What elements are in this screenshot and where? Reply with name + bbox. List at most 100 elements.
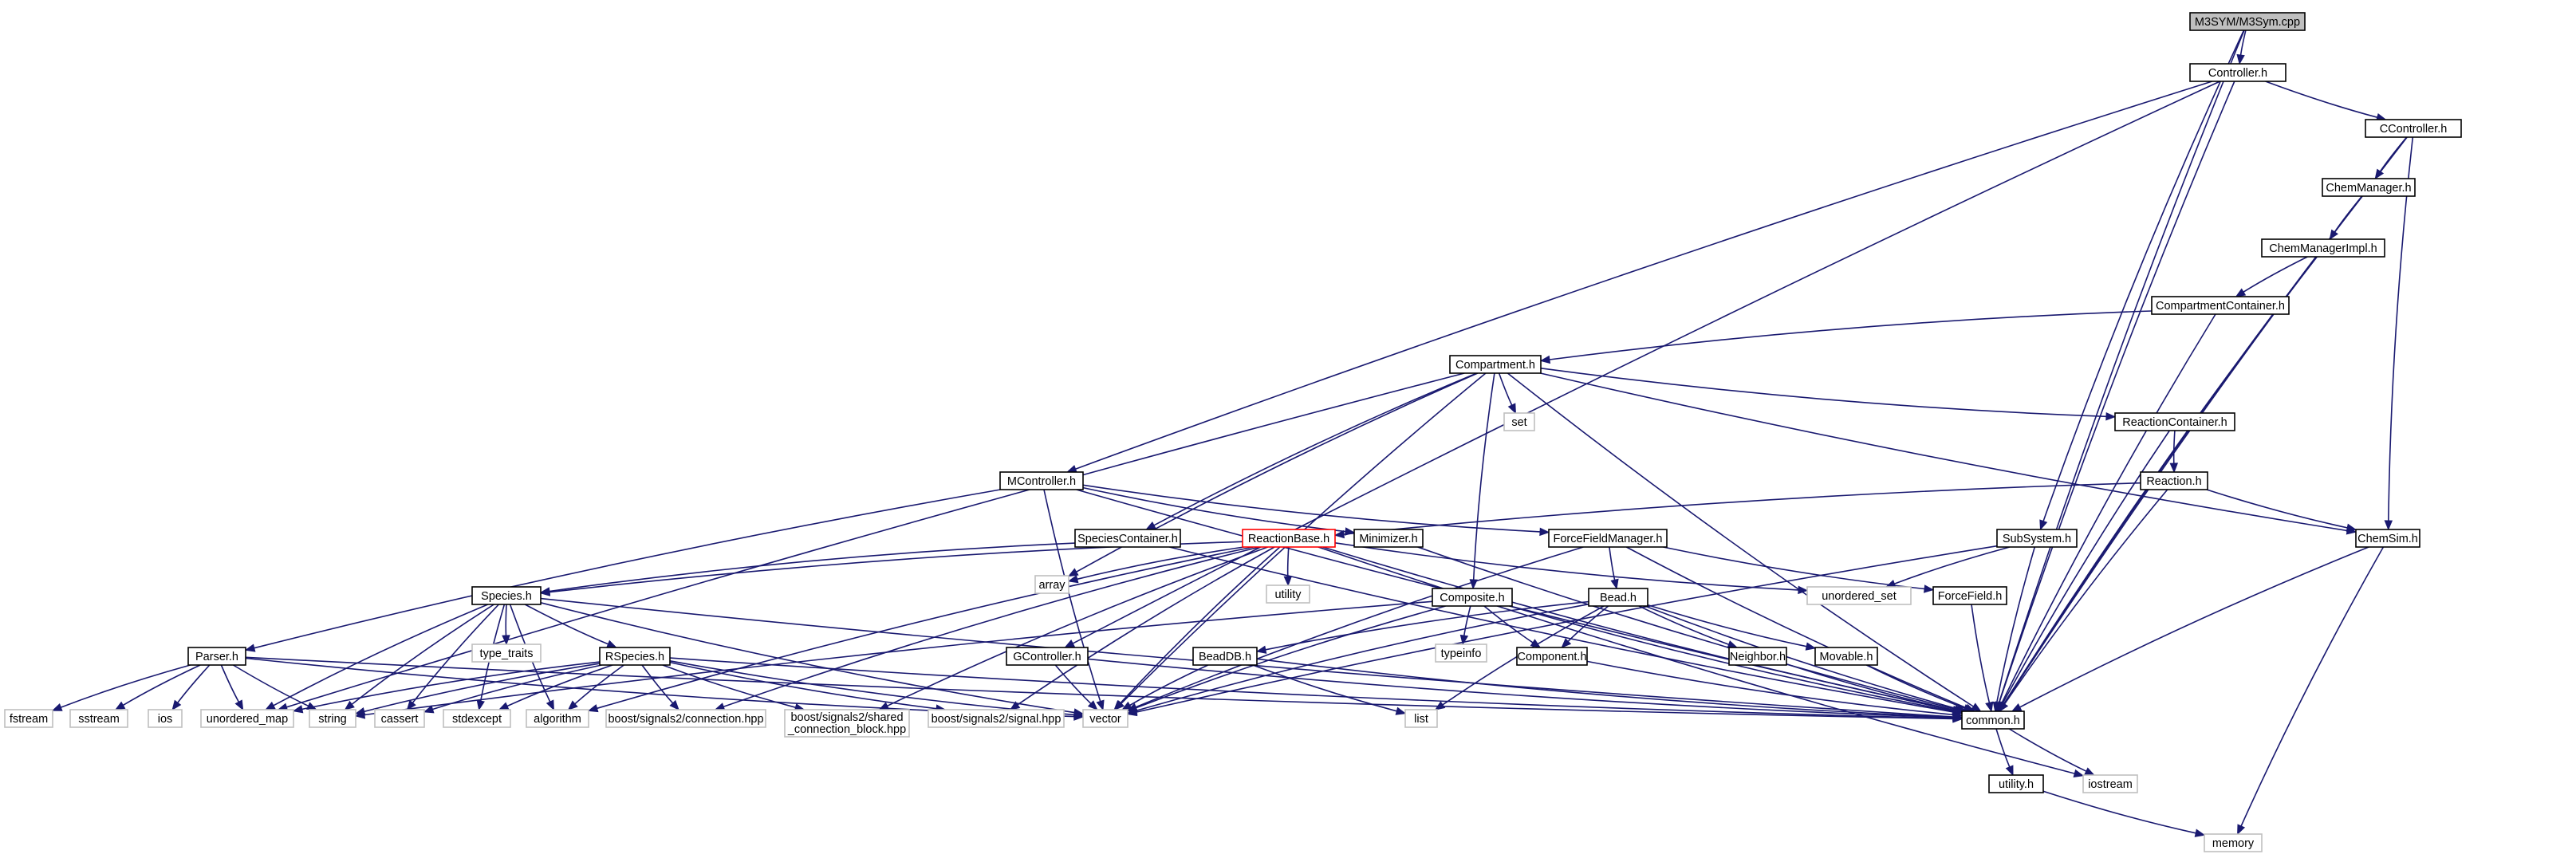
edge-line	[122, 664, 201, 706]
edge-arrowhead	[546, 699, 554, 711]
edge-line	[364, 600, 1433, 716]
node-label: boost/signals2/signal.hpp	[932, 713, 1062, 726]
edge-arrowhead	[1067, 575, 1079, 584]
edge-line	[2003, 489, 2168, 705]
edge-line	[1286, 546, 1290, 577]
edge-arrowhead	[1561, 638, 1572, 648]
edge-arrowhead	[265, 701, 276, 710]
node-label: ReactionContainer.h	[2122, 416, 2227, 429]
node-subsystem[interactable]: SubSystem.h	[1996, 529, 2078, 548]
edge-utilityh-to-memory	[2042, 790, 2206, 837]
edge-compartment-to-chemsim	[1540, 372, 2357, 535]
node-box	[2365, 119, 2462, 138]
node-ccontroller[interactable]: CController.h	[2365, 119, 2462, 138]
node-label: Compartment.h	[1455, 359, 1535, 372]
node-gcontroller[interactable]: GController.h	[1006, 647, 1089, 666]
edge-reactionbase-to-vector	[1113, 546, 1281, 710]
edge-line	[574, 664, 624, 705]
node-chemmanagerimpl[interactable]: ChemManagerImpl.h	[2261, 238, 2385, 258]
node-rspecies[interactable]: RSpecies.h	[599, 647, 671, 666]
edge-line	[597, 546, 1254, 710]
node-box	[2151, 296, 2290, 315]
node-movable[interactable]: Movable.h	[1814, 647, 1878, 666]
edge-arrowhead	[1610, 578, 1619, 590]
node-component[interactable]: Component.h	[1516, 647, 1588, 666]
node-label: boost/signals2/connection.hpp	[608, 713, 763, 726]
edge-line	[1663, 546, 1925, 590]
edge-arrowhead	[1145, 521, 1156, 530]
node-forcefield[interactable]: ForceField.h	[1932, 586, 2007, 605]
edge-line	[1322, 546, 1954, 711]
node-root[interactable]: M3SYM/M3Sym.cpp	[2189, 12, 2306, 31]
edge-line	[2206, 489, 2348, 529]
edge-line	[2001, 313, 2216, 704]
edge-arrowhead	[1798, 585, 1809, 595]
edge-line	[1625, 546, 1967, 709]
edge-arrowhead	[1539, 355, 1551, 364]
node-forcefieldmanager[interactable]: ForceFieldManager.h	[1548, 529, 1668, 548]
node-chemsim[interactable]: ChemSim.h	[2355, 529, 2420, 548]
node-compartment[interactable]: Compartment.h	[1449, 355, 1542, 374]
edge-composite-to-typeinfo	[1459, 605, 1471, 646]
node-reactioncontainer[interactable]: ReactionContainer.h	[2114, 412, 2235, 431]
node-chemmanager[interactable]: ChemManager.h	[2322, 178, 2416, 197]
edge-arrowhead	[1009, 701, 1021, 710]
edge-arrowhead	[2236, 53, 2245, 65]
edge-line	[1256, 658, 1954, 718]
edge-arrowhead	[1971, 703, 1982, 712]
node-species[interactable]: Species.h	[471, 586, 542, 605]
node-label: string	[318, 713, 346, 726]
edge-reactionbase-to-unordered_set	[1334, 542, 1809, 595]
node-controller[interactable]: Controller.h	[2189, 63, 2286, 82]
node-box	[1814, 647, 1878, 666]
node-label: SpeciesContainer.h	[1077, 533, 1178, 545]
node-speciescontainer[interactable]: SpeciesContainer.h	[1074, 529, 1181, 548]
edge-line	[2042, 790, 2196, 834]
edge-line	[1077, 546, 1244, 581]
edge-arrowhead	[1539, 527, 1550, 537]
node-label-line: boost/signals2/shared	[790, 711, 903, 724]
edge-arrowhead	[114, 701, 126, 710]
edge-species-to-rspecies	[524, 604, 617, 648]
node-utilityh[interactable]: utility.h	[1988, 774, 2044, 793]
node-label: memory	[2212, 837, 2255, 850]
node-reactionbase[interactable]: ReactionBase.h	[1242, 529, 1336, 548]
node-unordered-set: unordered_set	[1806, 586, 1912, 605]
node-label: SubSystem.h	[2003, 533, 2071, 545]
edge-compartmentcontainer-to-compartment	[1539, 310, 2153, 364]
node-beaddb[interactable]: BeadDB.h	[1192, 647, 1258, 666]
edge-line	[1043, 489, 1101, 702]
edge-reaction-to-reactionbase	[1333, 482, 2141, 539]
node-parser[interactable]: Parser.h	[187, 647, 246, 666]
node-composite[interactable]: Composite.h	[1432, 588, 1513, 607]
edge-line	[1334, 542, 1799, 591]
edge-line	[2240, 546, 2385, 827]
node-compartmentcontainer[interactable]: CompartmentContainer.h	[2151, 296, 2290, 315]
node-label: Bead.h	[1600, 592, 1637, 604]
edge-line	[1567, 605, 1609, 642]
node-label: RSpecies.h	[605, 651, 664, 663]
edge-line	[1265, 600, 1589, 651]
node-minimizer[interactable]: Minimizer.h	[1353, 529, 1424, 548]
edge-arrowhead	[2169, 462, 2179, 474]
node-bead[interactable]: Bead.h	[1588, 588, 1648, 607]
edge-line	[2172, 430, 2176, 464]
edge-controller-to-common	[1995, 81, 2235, 713]
edge-line	[1472, 372, 1495, 581]
node-box	[471, 644, 542, 663]
edge-arrowhead	[1459, 634, 1469, 646]
edge-reactionbase-to-species	[539, 541, 1243, 596]
node-reaction[interactable]: Reaction.h	[2140, 471, 2208, 490]
node-label: Controller.h	[2208, 67, 2267, 80]
edge-line	[1549, 310, 2153, 360]
node-neighbor[interactable]: Neighbor.h	[1728, 647, 1787, 666]
edge-mcontroller-to-parser	[244, 489, 1001, 652]
edge-line	[177, 664, 211, 703]
node-common[interactable]: common.h	[1961, 710, 2025, 730]
edge-line	[61, 664, 191, 708]
node-box	[2204, 833, 2263, 852]
node-mcontroller[interactable]: MController.h	[999, 471, 1084, 490]
edge-line	[273, 604, 489, 706]
node-label: cassert	[381, 713, 419, 726]
edge-line	[669, 661, 937, 710]
